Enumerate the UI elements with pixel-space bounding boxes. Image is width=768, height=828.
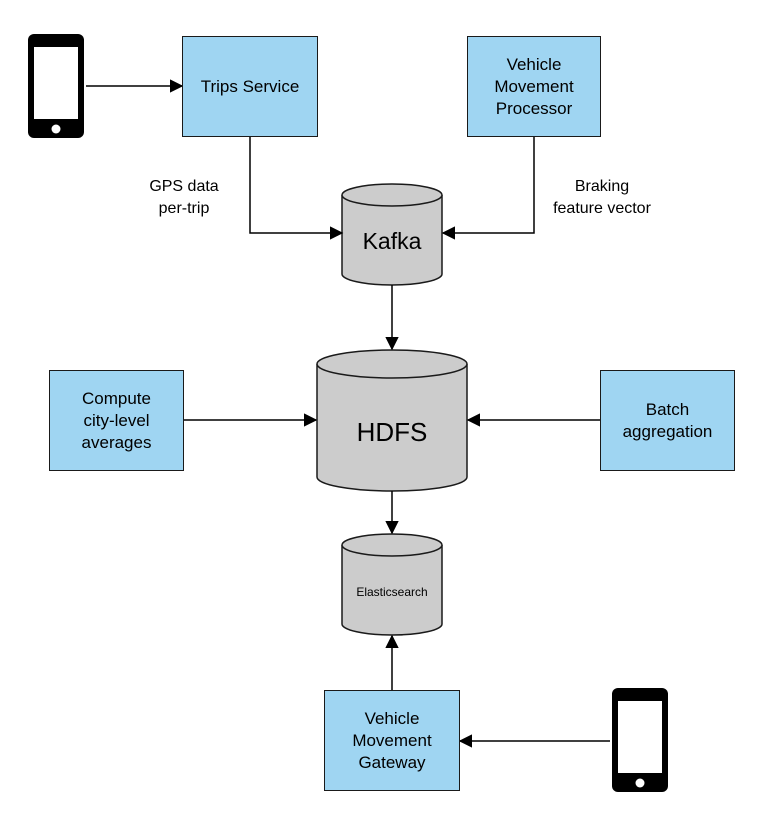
arrow-trips-to-kafka [249,137,344,240]
vehicle-movement-gateway-label: Vehicle Movement Gateway [352,708,432,772]
compute-city-averages-box: Compute city-level averages [49,370,184,471]
vehicle-movement-processor-label: Vehicle Movement Processor [494,54,574,118]
batch-aggregation-box: Batch aggregation [600,370,735,471]
hdfs-cylinder [316,349,468,492]
braking-feature-label: Braking feature vector [553,178,651,217]
vehicle-movement-gateway-box: Vehicle Movement Gateway [324,690,460,791]
trips-service-label: Trips Service [200,76,300,96]
vehicle-movement-processor-box: Vehicle Movement Processor [467,36,601,137]
hdfs-label: HDFS [356,416,428,447]
kafka-cylinder [341,183,443,286]
arrow-processor-to-kafka [441,137,535,240]
compute-city-averages-label: Compute city-level averages [81,388,152,452]
trips-service-box: Trips Service [182,36,318,137]
batch-aggregation-label: Batch aggregation [622,399,713,441]
kafka-label: Kafka [362,227,422,254]
phone-icon [28,34,84,138]
gps-data-label: GPS data per-trip [149,178,219,217]
elasticsearch-label: Elasticsearch [356,585,428,599]
phone-icon [612,688,668,792]
